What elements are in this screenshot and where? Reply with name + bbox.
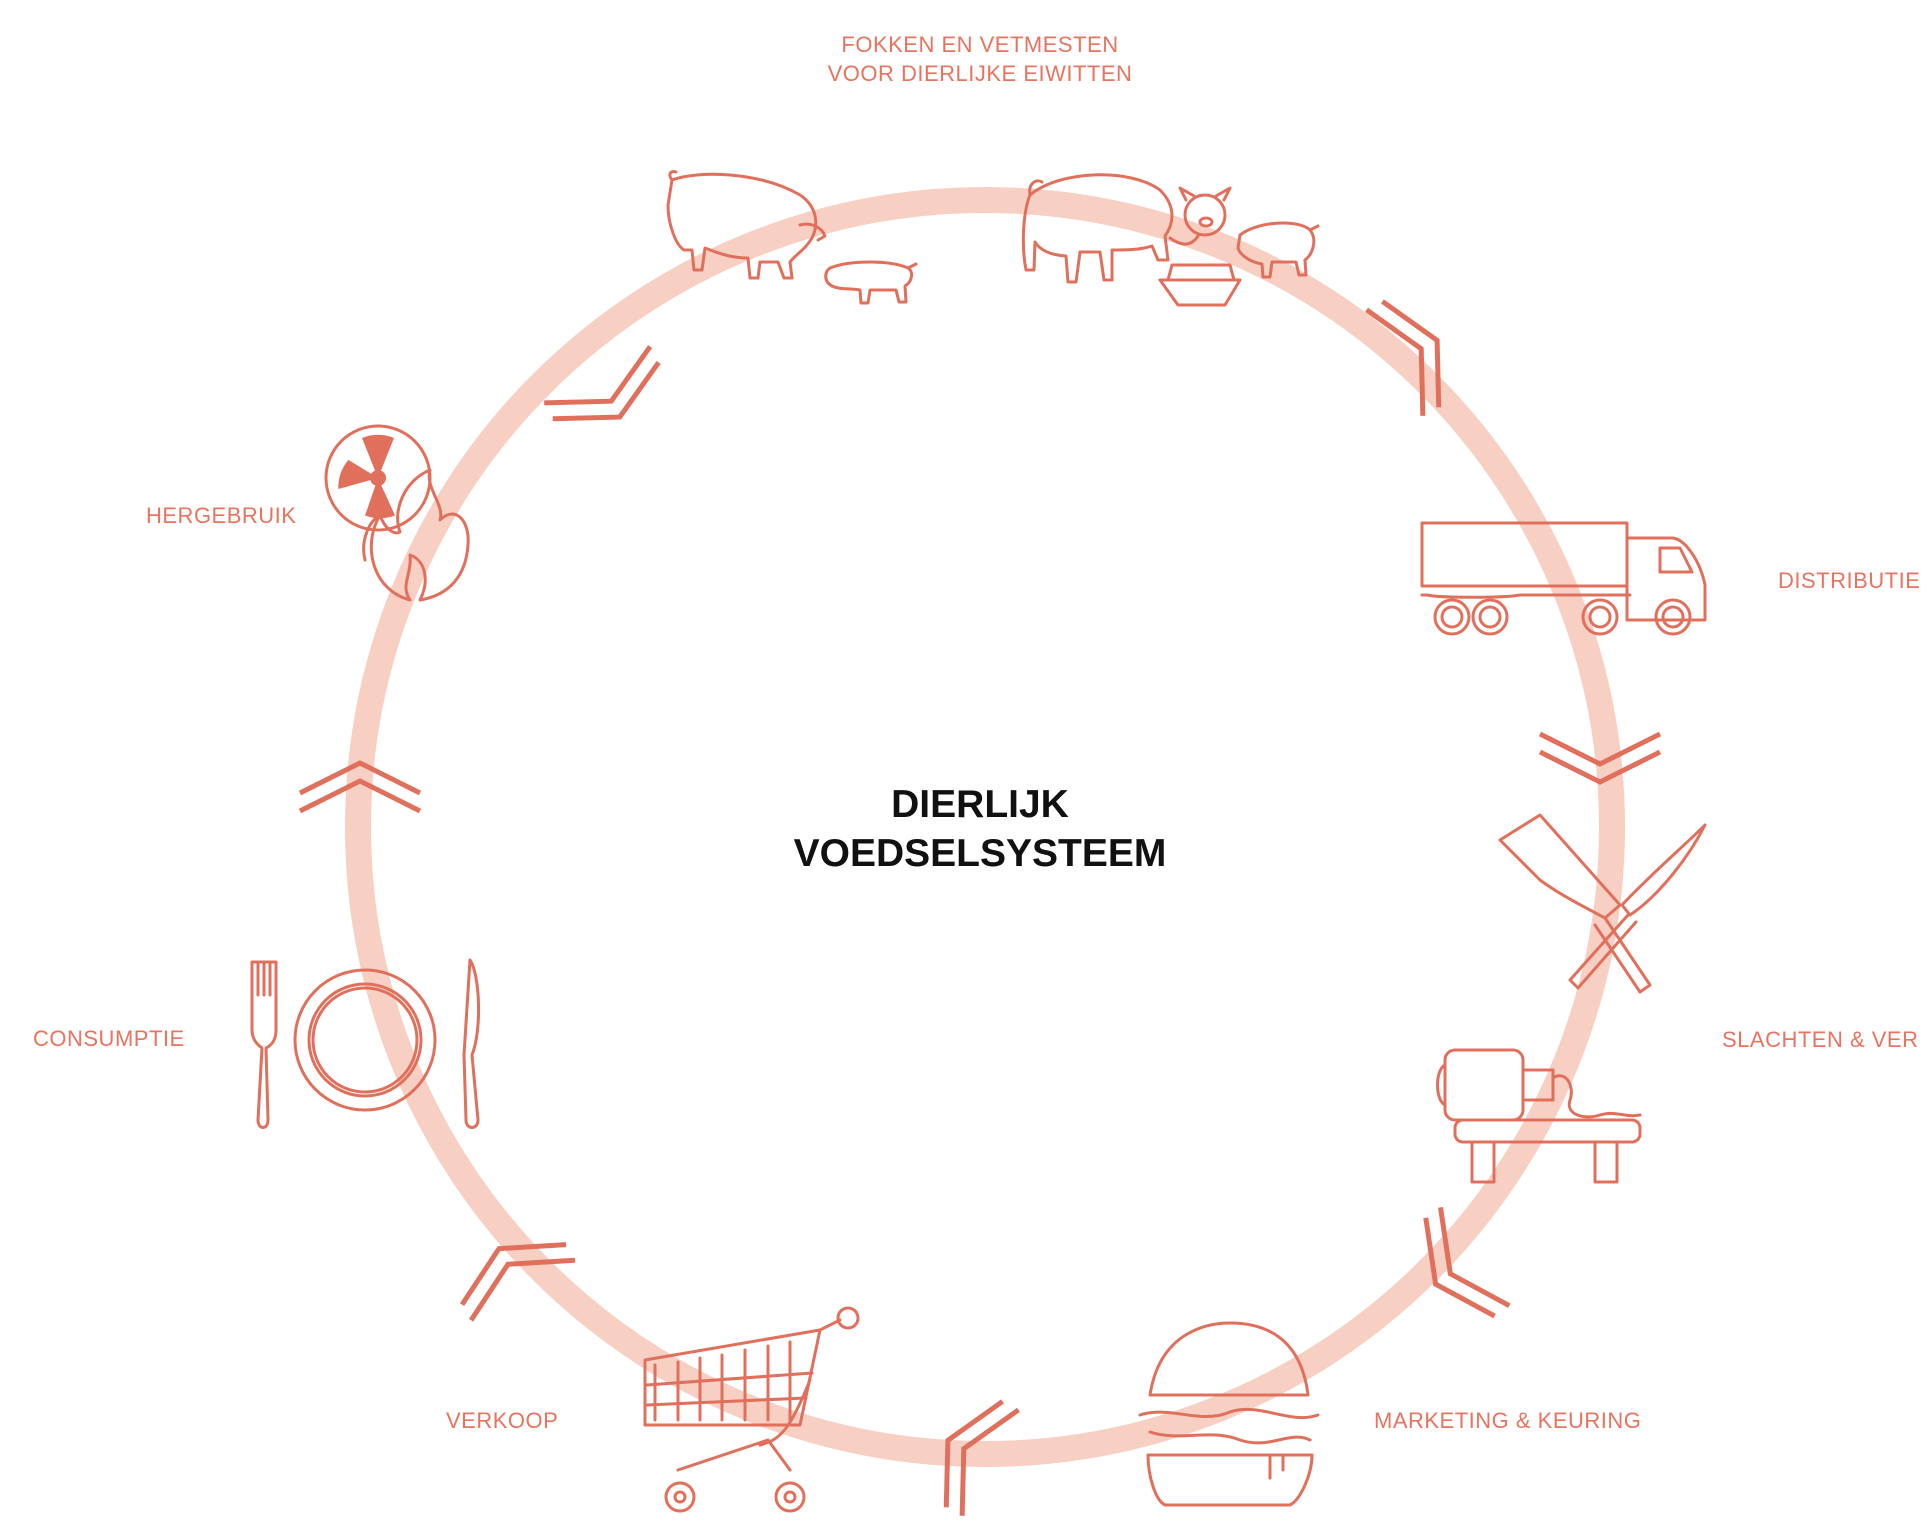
- cleaver-knife-icon: [1498, 813, 1707, 994]
- stage-label-breeding-line1: FOKKEN EN VETMESTEN: [841, 32, 1119, 57]
- chevron-arrow-4: [1423, 1207, 1511, 1319]
- shopping-cart-icon: [643, 1306, 860, 1513]
- chevron-arrow-5: [943, 1399, 1020, 1516]
- diagram-title-line2: VOEDSELSYSTEEM: [793, 832, 1167, 875]
- stage-label-sales: VERKOOP: [446, 1408, 559, 1433]
- burger-icon: [1138, 1321, 1320, 1507]
- radiation-fire-icon: [324, 424, 470, 602]
- stage-label-reuse: HERGEBRUIK: [146, 503, 297, 528]
- cycle-ring: [345, 187, 1625, 1467]
- diagram-title-line1: DIERLIJK: [891, 783, 1069, 826]
- truck-icon: [1420, 521, 1707, 636]
- chevron-arrow-3: [1538, 731, 1662, 785]
- stage-label-breeding-line2: VOOR DIERLIJKE EIWITTEN: [827, 61, 1133, 86]
- stage-label-distribution: DISTRIBUTIE: [1778, 568, 1921, 593]
- meat-grinder-icon: [1436, 1048, 1642, 1184]
- chevron-arrow-7: [298, 760, 422, 814]
- stage-label-consumption: CONSUMPTIE: [33, 1026, 185, 1051]
- stage-label-breeding: FOKKEN EN VETMESTEN VOOR DIERLIJKE EIWIT…: [780, 30, 1180, 88]
- plate-cutlery-icon: [250, 958, 480, 1129]
- chevron-arrow-1: [544, 345, 661, 422]
- pigs-icon: [666, 170, 1320, 307]
- chevron-arrow-2: [1365, 299, 1442, 416]
- stage-label-slaughter: SLACHTEN & VER: [1722, 1027, 1919, 1052]
- chevron-arrow-6: [459, 1242, 576, 1322]
- stage-label-marketing: MARKETING & KEURING: [1374, 1408, 1642, 1433]
- diagram-title: DIERLIJK VOEDSELSYSTEEM: [0, 780, 1927, 878]
